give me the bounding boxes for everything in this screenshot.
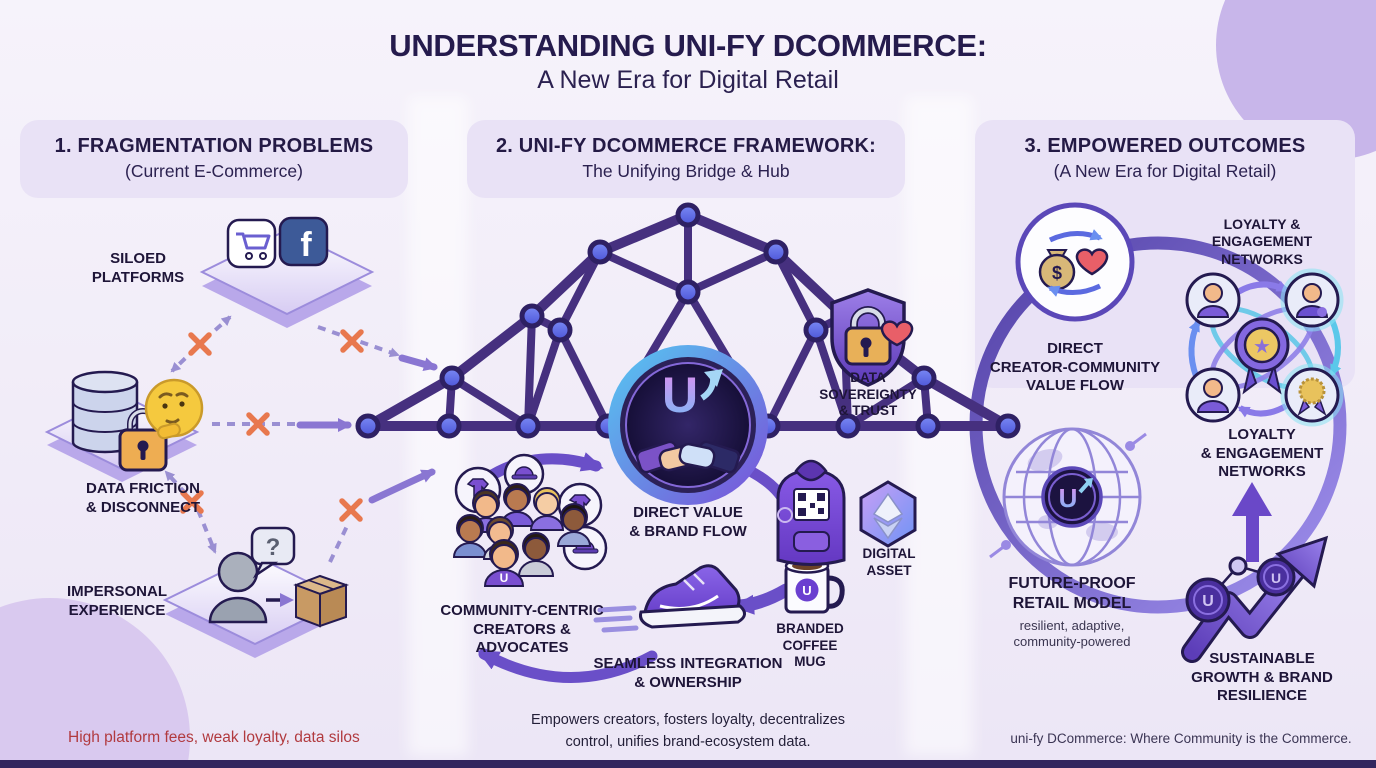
x-mark-icon [180,490,204,514]
package-box-icon [293,574,350,628]
problems-footnote: High platform fees, weak loyalty, data s… [68,729,360,746]
coffee-mug-icon: U [784,558,845,614]
cycle-arrows-icon [1047,229,1103,297]
x-mark-icons [180,329,364,522]
svg-text:U: U [1271,570,1281,586]
heart-icon [880,320,914,347]
globe-icon: U [1002,427,1142,567]
panel-outcomes-subheading: (A New Era for Digital Retail) [1053,161,1277,181]
padlock-icon [118,408,168,472]
community-person [452,483,592,587]
panel-problems-subheading: (Current E-Commerce) [125,161,303,181]
avatar-icon [1185,367,1241,423]
shopping-cart-icon [226,218,277,269]
x-mark-icon [339,498,363,522]
svg-text:U: U [1202,593,1214,610]
ring-connector-dots [989,432,1147,559]
medal-avatar-icon [1280,363,1344,427]
facebook-icon: f [278,216,329,267]
heart-icon [1075,248,1109,276]
panel-framework-subheading: The Unifying Bridge & Hub [582,161,790,181]
broken-link-arrows [164,315,400,563]
thinking-face-icon [144,378,204,440]
award-badge-icon: ★ [1234,317,1290,395]
panel-problems-heading: 1. FRAGMENTATION PROBLEMS [54,135,374,157]
network-arrows [1188,280,1342,418]
future-proof-subtext: resilient, adaptive,community-powered [1013,617,1131,649]
x-mark-icon [340,329,364,353]
panel-framework-heading: 2. UNI-FY DCOMMERCE FRAMEWORK: [495,135,877,157]
hub-badge: U [608,345,768,505]
community-group-illustration: U [452,453,608,587]
growth-arrow-icon: U U [1181,535,1329,663]
person-icon [208,551,268,624]
framework-caption: Empowers creators, fosters loyalty, dece… [530,712,846,750]
solid-entry-arrows [296,354,438,504]
direct-value-label: DIRECT VALUE& BRAND FLOW [629,504,747,540]
globe-logo-glyph: U [1059,483,1078,513]
panel-outcomes-heading: 3. EMPOWERED OUTCOMES [1024,135,1306,157]
outcomes-caption: uni-fy DCommerce: Where Community is the… [1010,731,1352,746]
panel-problems-header: 1. FRAGMENTATION PROBLEMS (Current E-Com… [20,120,408,198]
x-mark-icon [246,412,270,436]
avatar-icon [1280,268,1344,332]
svg-text:f: f [300,226,312,264]
seamless-integration-label: SEAMLESS INTEGRATION& OWNERSHIP [593,655,783,691]
u-logo-icon: U [662,367,723,423]
star-icon: ★ [1253,336,1271,358]
svg-text:U: U [662,367,698,423]
page-title: UNDERSTANDING UNI-FY DCOMMERCE: [389,28,987,63]
panel-framework-header: 2. UNI-FY DCOMMERCE FRAMEWORK: The Unify… [467,120,905,198]
digital-asset-hexagon-icon [859,480,917,548]
sneaker-icon [593,564,746,633]
coin-icon: U [1185,577,1231,623]
handshake-icon [635,440,741,474]
node-dot [1228,556,1248,576]
svg-text:?: ? [266,534,281,561]
bottom-bar [0,760,1376,768]
loyalty-network-illustration: ★ [1185,268,1344,427]
data-friction-illustration [44,370,204,482]
hoodie-icon [776,459,846,566]
impersonal-experience-illustration: ? [162,526,350,658]
data-friction-label: DATA FRICTION& DISCONNECT [85,480,201,516]
svg-text:$: $ [1052,263,1062,283]
community-shirt-logo: U [500,571,509,585]
mug-logo: U [802,583,811,598]
up-arrow-icon [1232,482,1272,562]
qr-code [798,493,825,516]
x-mark-icon [188,332,212,356]
page-subtitle: A New Era for Digital Retail [537,66,839,94]
value-flow-circle-icon: $ [1015,202,1135,322]
question-bubble-icon: ? [250,526,296,579]
coin-icon: U [1256,557,1296,597]
ethereum-icon [872,492,904,540]
siloed-platform-illustration: f [199,216,375,328]
data-sovereignty-shield-icon [830,288,914,387]
avatar-icon [1185,272,1241,328]
